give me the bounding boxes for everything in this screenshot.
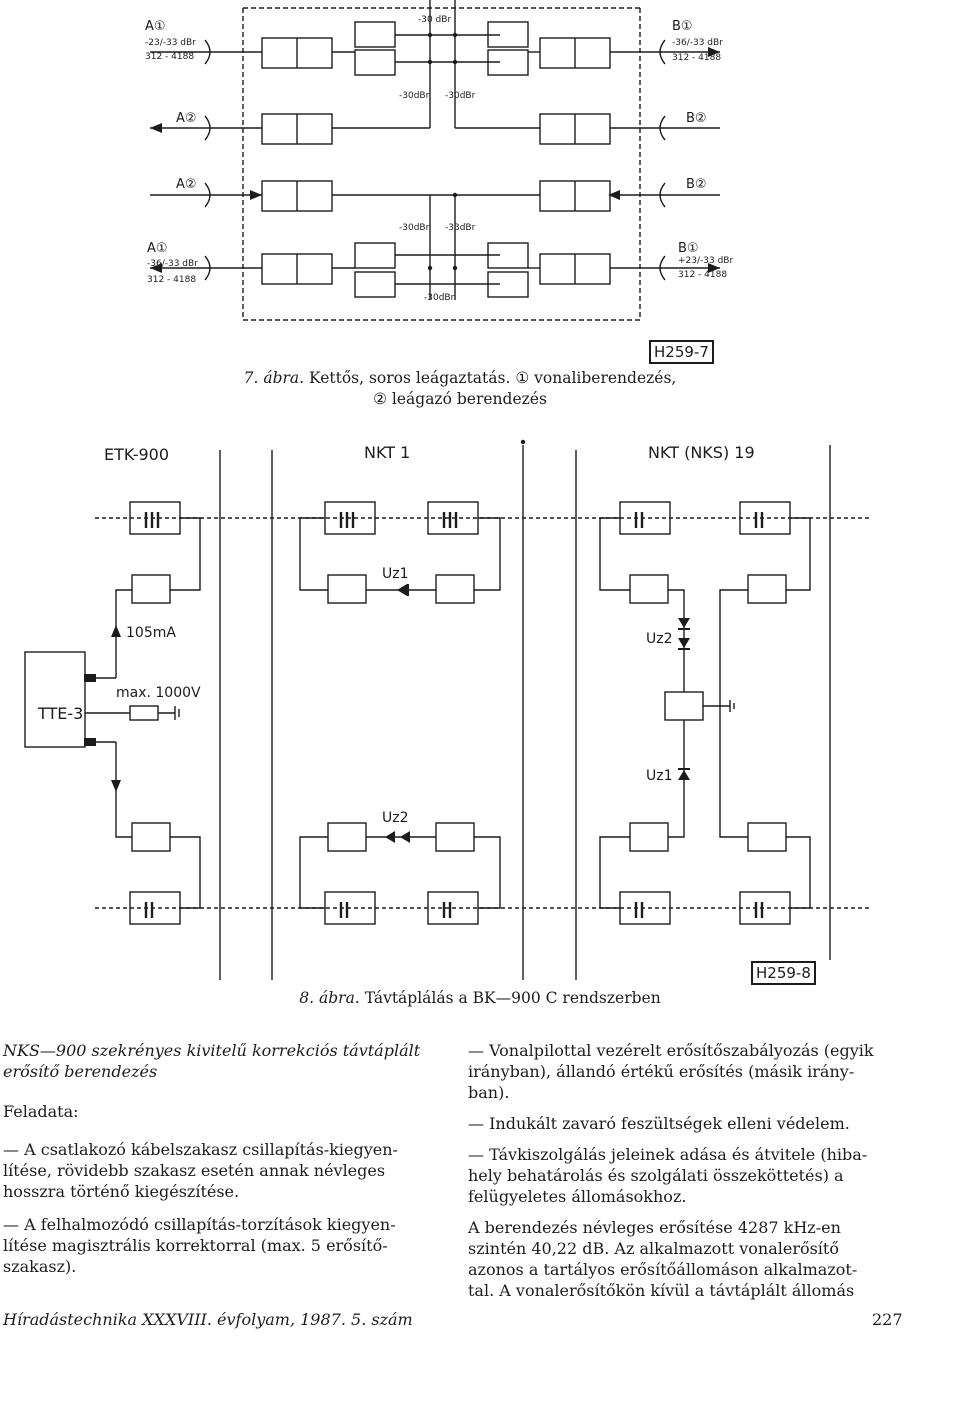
label-etk: ETK-900 — [104, 445, 169, 464]
figure-7-caption: 7. ábra. Kettős, soros leágaztatás. ① vo… — [200, 368, 720, 410]
label-dbr-l2: -30dBr — [445, 91, 476, 101]
figure-8-tag: H259-8 — [751, 961, 816, 985]
label-dbr-l1: -30dBr — [399, 91, 430, 101]
footer-journal: Híradástechnika XXXVIII. évfolyam, 1987.… — [3, 1310, 413, 1329]
label-b1-freq: 312 - 4188 — [672, 53, 721, 63]
label-dbr-top: -30 dBr — [418, 15, 451, 25]
section-heading-line2: erősítő berendezés — [3, 1062, 158, 1081]
label-tte: TTE-3 — [37, 704, 83, 723]
paragraph-line1: A berendezés névleges erősítése 4287 kHz… — [468, 1218, 841, 1237]
paragraph-line2: szintén 40,22 dB. Az alkalmazott vonaler… — [468, 1239, 839, 1258]
figure-8-diagram: ETK-900 NKT 1 NKT (NKS) 19 Uz1 Uz2 Uz1 U… — [24, 439, 870, 980]
list-item-2-line3: szakasz). — [3, 1257, 77, 1276]
label-a2b: A② — [176, 177, 197, 192]
label-a1b-freq: 312 - 4188 — [147, 275, 196, 285]
label-b1b-level: +23/-33 dBr — [678, 256, 733, 266]
label-a1-freq: 312 - 4188 — [145, 52, 194, 62]
label-dbr-m1: -30dBr — [399, 223, 430, 233]
figure-7-diagram: A① -23/-33 dBr 312 - 4188 B① -36/-33 dBr… — [145, 0, 733, 321]
label-uz1-top: Uz1 — [382, 566, 409, 582]
label-b2: B② — [686, 111, 707, 126]
label-dbr-bot: -30dBr — [424, 293, 455, 303]
list-item-3-line2: irányban), állandó értékű erősítés (mási… — [468, 1062, 855, 1081]
page-number: 227 — [872, 1310, 903, 1329]
label-a2: A② — [176, 111, 197, 126]
label-nkt19: NKT (NKS) 19 — [648, 443, 755, 462]
label-dbr-m2: -33dBr — [445, 223, 476, 233]
list-item-2-line1: — A felhalmozódó csillapítás-torzítások … — [3, 1215, 396, 1234]
feladata-label: Feladata: — [3, 1102, 79, 1121]
list-item-5-line3: felügyeletes állomásokhoz. — [468, 1187, 687, 1206]
footer-journal-text: Híradástechnika XXXVIII. évfolyam, 1987.… — [3, 1310, 413, 1329]
label-a1b-level: -36/-33 dBr — [147, 259, 198, 269]
label-nkt1: NKT 1 — [364, 443, 410, 462]
figure-7-caption-line2: ② leágazó berendezés — [373, 390, 547, 408]
list-item-1-line2: lítése, rövidebb szakasz esetén annak né… — [3, 1161, 386, 1180]
list-item-3-line1: — Vonalpilottal vezérelt erősítőszabályo… — [468, 1041, 874, 1060]
label-uz1-right: Uz1 — [646, 768, 673, 784]
label-b2b: B② — [686, 177, 707, 192]
figure-8-caption: 8. ábra. Távtáplálás a BK—900 C rendszer… — [200, 988, 760, 1009]
list-item-3-line3: ban). — [468, 1083, 510, 1102]
label-uz2-bottom: Uz2 — [382, 810, 409, 826]
label-uz2-right: Uz2 — [646, 631, 673, 647]
left-column: NKS—900 szekrényes kivitelű korrekciós t… — [3, 1040, 451, 1277]
list-item-5-line1: — Távkiszolgálás jeleinek adása és átvit… — [468, 1145, 868, 1164]
label-b1b: B① — [678, 241, 699, 256]
figure-8-caption-text: Távtáplálás a BK—900 C rendszerben — [364, 989, 661, 1007]
figure-7-caption-prefix: 7. ábra. — [243, 369, 305, 387]
paragraph-line3: azonos a tartályos erősítőállomáson alka… — [468, 1260, 858, 1279]
paragraph-line4: tal. A vonalerősítőkön kívül a távtáplál… — [468, 1281, 855, 1300]
list-item-2: — A felhalmozódó csillapítás-torzítások … — [3, 1214, 451, 1277]
list-item-5: — Távkiszolgálás jeleinek adása és átvit… — [468, 1144, 908, 1207]
list-item-1-line3: hosszra történő kiegészítése. — [3, 1182, 240, 1201]
label-max-v: max. 1000V — [116, 685, 201, 701]
label-b1b-freq: 312 - 4188 — [678, 270, 727, 280]
list-item-2-line2: lítése magisztrális korrektorral (max. 5… — [3, 1236, 388, 1255]
figure-7-caption-line1: Kettős, soros leágaztatás. ① vonaliberen… — [309, 369, 677, 387]
figure-8-caption-prefix: 8. ábra. — [299, 989, 360, 1007]
paragraph: A berendezés névleges erősítése 4287 kHz… — [468, 1217, 908, 1301]
label-a1-level: -23/-33 dBr — [145, 38, 196, 48]
list-item-1: — A csatlakozó kábelszakasz csillapítás-… — [3, 1139, 451, 1202]
right-column: — Vonalpilottal vezérelt erősítőszabályo… — [468, 1040, 908, 1301]
label-b1: B① — [672, 19, 693, 34]
figure-7-tag: H259-7 — [649, 340, 714, 364]
label-a1: A① — [145, 19, 166, 34]
section-heading-line1: NKS—900 szekrényes kivitelű korrekciós t… — [3, 1041, 421, 1060]
list-item-3: — Vonalpilottal vezérelt erősítőszabályo… — [468, 1040, 908, 1103]
label-current: 105mA — [126, 625, 176, 641]
list-item-4: — Indukált zavaró feszültségek elleni vé… — [468, 1114, 850, 1133]
label-b1-level: -36/-33 dBr — [672, 38, 723, 48]
list-item-5-line2: hely behatárolás és szolgálati összekött… — [468, 1166, 844, 1185]
list-item-1-line1: — A csatlakozó kábelszakasz csillapítás-… — [3, 1140, 398, 1159]
label-a1b: A① — [147, 241, 168, 256]
